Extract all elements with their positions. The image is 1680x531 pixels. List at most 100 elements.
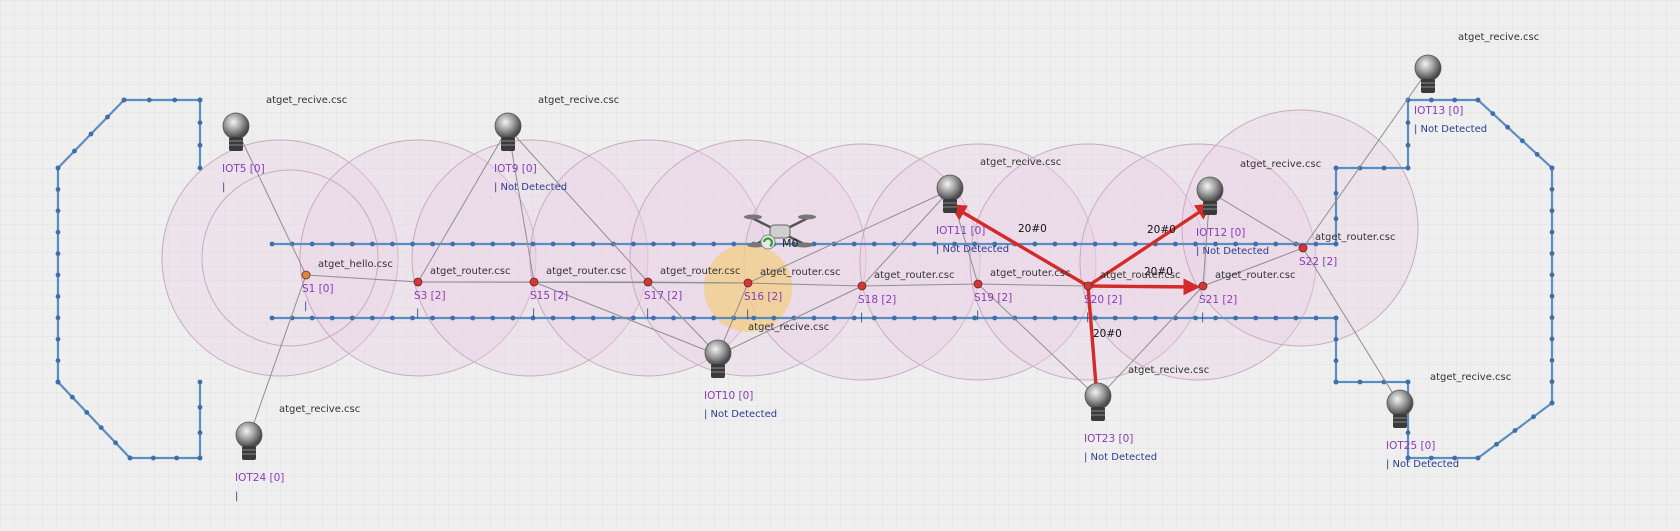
iot-id-label: IOT23 [0] [1084, 433, 1133, 445]
path-waypoint [1520, 138, 1525, 144]
sink-status-tick: | [976, 310, 979, 321]
path-waypoint [1333, 315, 1339, 321]
path-waypoint [55, 315, 61, 321]
path-waypoint [1549, 272, 1555, 278]
path-waypoint [390, 315, 395, 321]
path-waypoint [1333, 216, 1339, 222]
path-waypoint [1213, 315, 1218, 321]
path-waypoint [1405, 97, 1411, 103]
path-waypoint [1172, 241, 1178, 247]
message-label: 20#0 [1147, 224, 1176, 236]
path-waypoint [630, 315, 636, 321]
sink-status-tick: | [746, 309, 749, 320]
network-link [747, 282, 863, 287]
path-waypoint [1313, 315, 1319, 321]
path-waypoint [1233, 241, 1239, 247]
path-waypoint [871, 241, 877, 247]
router-node-icon [857, 281, 867, 291]
sink-app-label: atget_router.csc [990, 268, 1070, 279]
path-waypoint [891, 241, 897, 247]
path-waypoint [1213, 241, 1218, 247]
network-link [1302, 69, 1429, 249]
router-node-icon [1083, 281, 1093, 291]
path-waypoint [691, 315, 696, 321]
path-waypoint [1313, 241, 1319, 247]
path-waypoint [150, 455, 156, 461]
sink-node-icon [301, 270, 311, 280]
path-waypoint [197, 379, 203, 385]
path-waypoint [309, 315, 315, 321]
light-bulb-icon [1084, 382, 1112, 421]
light-bulb-icon [1414, 54, 1442, 93]
path-waypoint [1333, 190, 1339, 196]
path-waypoint [269, 315, 275, 321]
path-waypoint [1490, 111, 1496, 116]
iot-app-label: atget_recive.csc [538, 95, 619, 106]
path-waypoint [1193, 315, 1198, 321]
path-waypoint [197, 97, 203, 103]
path-waypoint [1475, 455, 1481, 461]
path-waypoint [610, 315, 616, 321]
path-waypoint [309, 241, 315, 247]
path-waypoint [570, 241, 576, 247]
light-bulb-icon [494, 112, 522, 151]
path-waypoint [972, 241, 978, 247]
path-waypoint [1032, 241, 1038, 247]
active-link [1087, 278, 1201, 296]
path-waypoint [269, 241, 275, 247]
path-waypoint [1333, 241, 1339, 247]
path-waypoint [851, 241, 857, 247]
path-waypoint [430, 241, 436, 247]
network-link [417, 281, 749, 284]
network-link [1097, 285, 1204, 399]
network-link [647, 281, 719, 356]
path-waypoint [72, 148, 77, 154]
network-link [533, 281, 719, 356]
path-waypoint [1549, 357, 1555, 363]
iot-app-label: atget_recive.csc [279, 404, 360, 415]
mobility-paths [55, 97, 1555, 461]
sink-id-label: S21 [2] [1199, 294, 1237, 306]
path-waypoint [751, 315, 757, 321]
path-waypoint [1052, 241, 1058, 247]
path-waypoint [590, 241, 596, 247]
path-waypoint [390, 241, 395, 247]
path-waypoint [450, 241, 456, 247]
sink-id-label: S1 [0] [302, 283, 334, 295]
iot-app-label: atget_recive.csc [1430, 372, 1511, 383]
iot-id-label: IOT24 [0] [235, 472, 284, 484]
sink-app-label: atget_router.csc [1100, 270, 1180, 281]
network-link [861, 189, 951, 287]
path-waypoint [1112, 315, 1118, 321]
iot-id-label: IOT9 [0] [494, 163, 537, 175]
path-waypoint [691, 241, 696, 247]
path-waypoint [952, 241, 957, 247]
path-waypoint [1405, 379, 1411, 385]
path-waypoint [490, 315, 496, 321]
range-circle [859, 143, 1097, 381]
network-link [507, 127, 649, 283]
path-waypoint [197, 142, 203, 148]
drone[interactable]: M0 [744, 214, 816, 251]
range-circle [201, 169, 379, 347]
